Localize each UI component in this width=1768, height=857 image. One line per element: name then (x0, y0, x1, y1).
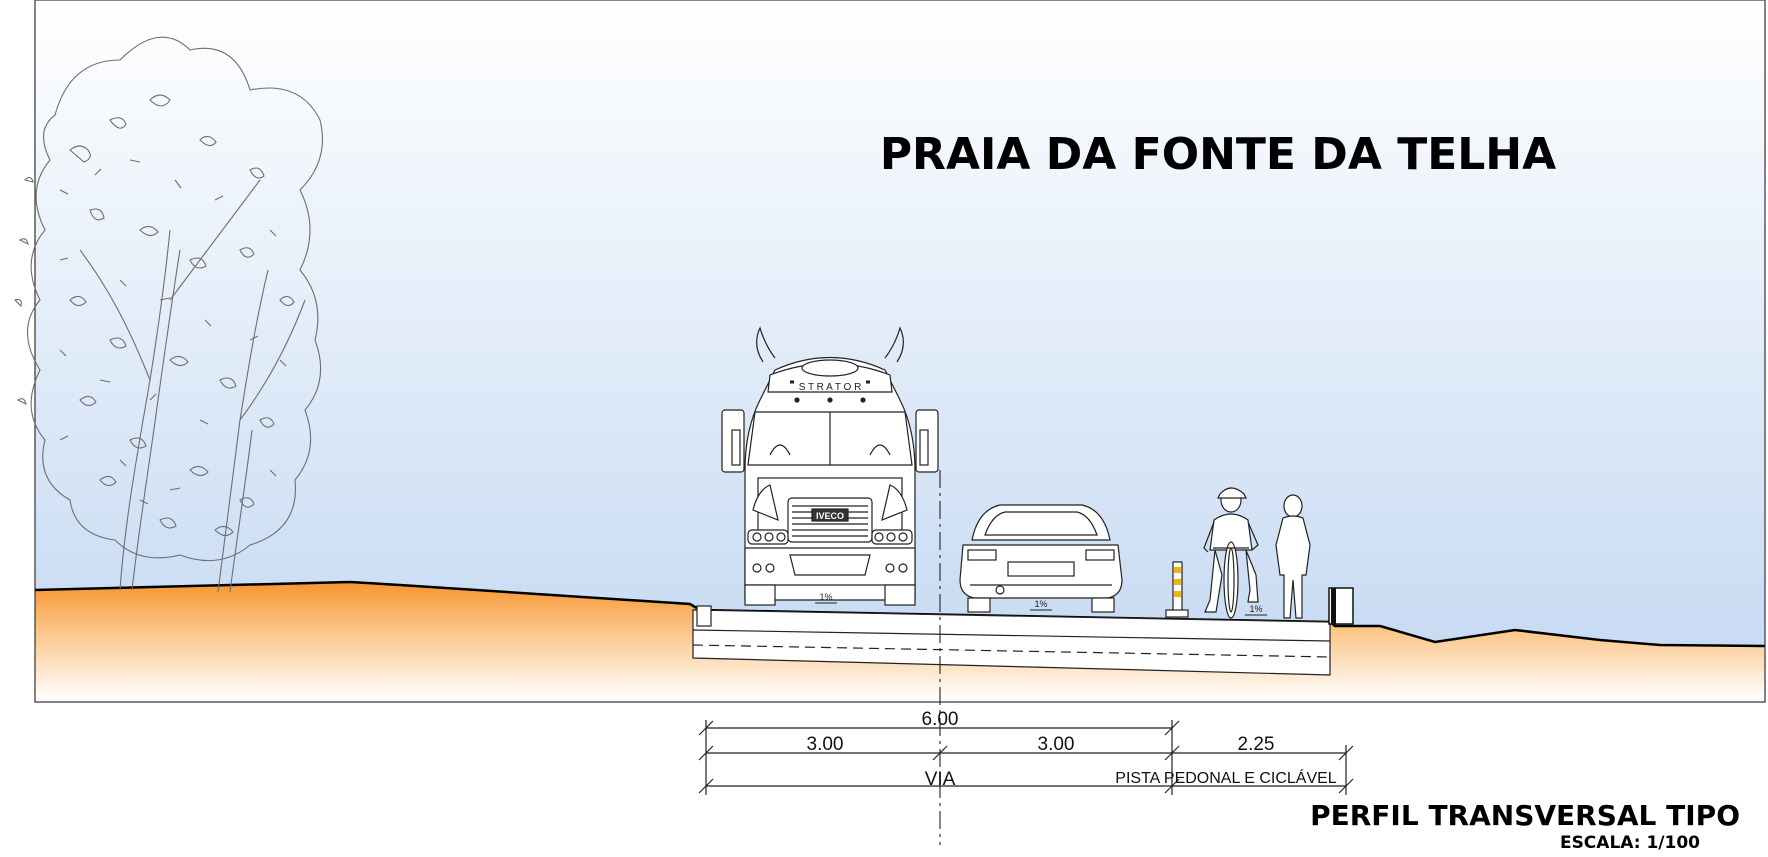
car-illustration (959, 504, 1123, 613)
slope-label: 1% (819, 592, 832, 602)
drawing-frame (34, 0, 1766, 703)
terrain-line (34, 580, 1766, 648)
slope-label: 1% (1034, 599, 1047, 609)
scale-label: ESCALA: 1/100 (1560, 833, 1700, 852)
dimension-total: 6.00 (922, 709, 959, 730)
pedestrian-illustration (1275, 494, 1311, 619)
slope-label: 1% (1249, 604, 1262, 614)
zone-label-road: VIA (925, 769, 956, 790)
pavement-structure (692, 587, 1354, 676)
truck-brand-text: S T R A T O R (799, 382, 862, 393)
truck-illustration (721, 326, 939, 606)
drawing-title: PRAIA DA FONTE DA TELHA (880, 129, 1556, 180)
cyclist-illustration (1203, 487, 1259, 619)
dimension-path: 2.25 (1238, 734, 1275, 755)
bollard (1165, 561, 1189, 618)
dimension-left-lane: 3.00 (807, 734, 844, 755)
dimension-right-lane: 3.00 (1038, 734, 1075, 755)
dimension-lines (698, 720, 1354, 795)
tree-illustration (13, 36, 324, 593)
truck-badge-text: IVECO (816, 511, 844, 521)
section-title: PERFIL TRANSVERSAL TIPO (1310, 799, 1740, 832)
zone-label-path: PISTA PEDONAL E CICLÁVEL (1115, 768, 1337, 787)
